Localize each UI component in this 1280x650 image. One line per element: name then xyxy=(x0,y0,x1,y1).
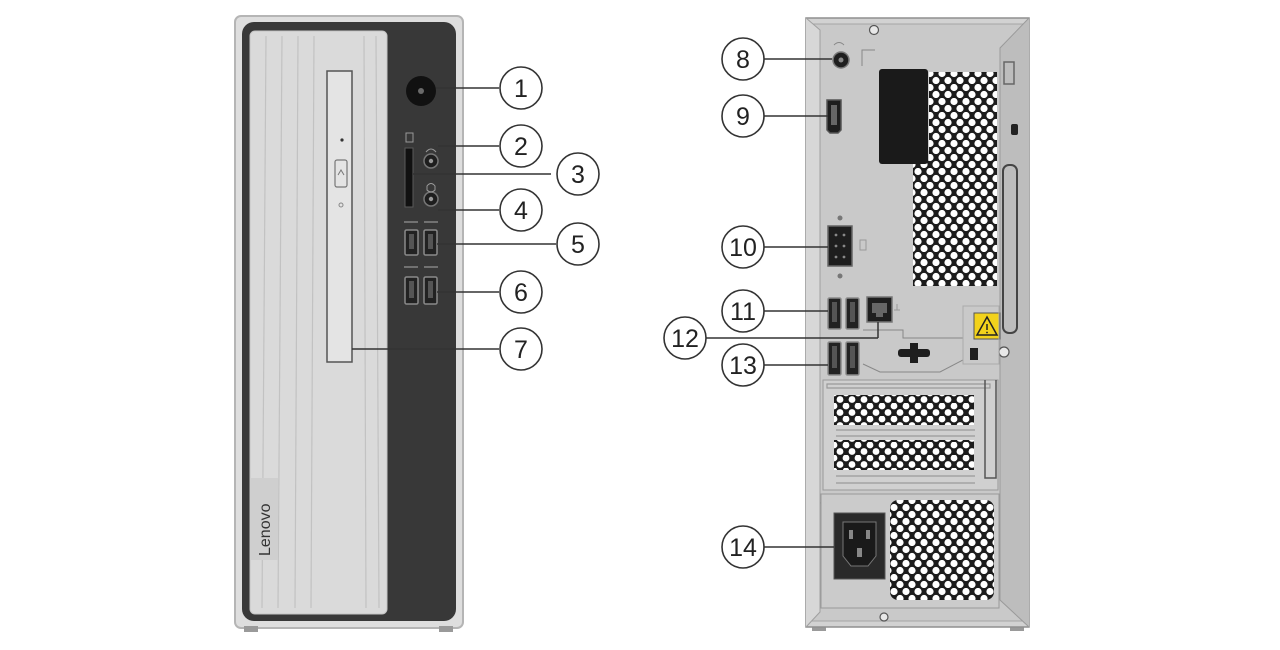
usb-port-icon xyxy=(827,297,860,330)
callout-1: 1 xyxy=(499,66,543,110)
callout-9: 9 xyxy=(721,94,765,138)
expansion-bracket xyxy=(984,380,997,479)
psu-vent xyxy=(890,500,994,600)
svg-text:7: 7 xyxy=(514,336,528,364)
hdmi-port-icon xyxy=(826,99,842,134)
svg-text:4: 4 xyxy=(514,197,528,225)
power-button-icon xyxy=(406,76,436,106)
rear-label-block xyxy=(879,69,928,164)
front-foot-left xyxy=(244,626,258,632)
microphone-jack-icon xyxy=(423,183,439,207)
upper-vent-lower xyxy=(913,160,931,286)
callout-5: 5 xyxy=(556,222,600,266)
front-foot-right xyxy=(439,626,453,632)
ethernet-port-icon xyxy=(866,296,900,323)
rear-top-clip xyxy=(1003,61,1015,85)
front-usb-labels xyxy=(404,221,438,268)
rear-leader-lines xyxy=(706,58,879,548)
brand-logo: Lenovo xyxy=(257,503,274,556)
io-connector-key xyxy=(910,343,918,363)
svg-text:1: 1 xyxy=(514,75,528,103)
svg-text:10: 10 xyxy=(729,234,757,262)
usb-port-icon xyxy=(404,229,438,256)
audio-out-icon xyxy=(832,42,850,69)
expansion-vent-2 xyxy=(834,440,974,470)
upper-vent xyxy=(929,72,997,286)
callout-4: 4 xyxy=(499,188,543,232)
callout-13: 13 xyxy=(721,343,765,387)
vga-port-icon xyxy=(827,215,867,279)
front-view: Lenovo xyxy=(234,15,600,632)
svg-text:9: 9 xyxy=(736,103,750,131)
svg-text:5: 5 xyxy=(571,231,585,259)
svg-text:11: 11 xyxy=(730,298,756,326)
callout-14: 14 xyxy=(721,525,765,569)
rear-bracket-line xyxy=(861,49,875,66)
callout-6: 6 xyxy=(499,270,543,314)
side-slot xyxy=(1002,164,1018,334)
svg-text:2: 2 xyxy=(514,133,528,161)
callout-3: 3 xyxy=(556,152,600,196)
warning-mount-tab xyxy=(970,348,978,360)
rear-bevel-left xyxy=(805,17,821,628)
svg-text:8: 8 xyxy=(736,46,750,74)
svg-text:6: 6 xyxy=(514,279,528,307)
callout-12: 12 xyxy=(663,316,707,360)
power-connector-icon xyxy=(833,512,886,580)
rear-view: 8 9 10 11 12 13 14 xyxy=(663,17,1030,631)
brand-label xyxy=(250,478,278,560)
svg-text:3: 3 xyxy=(571,161,585,189)
svg-text:13: 13 xyxy=(729,352,757,380)
rear-bevel-right xyxy=(999,17,1030,628)
callout-2: 2 xyxy=(499,124,543,168)
usb-port-icon xyxy=(827,341,860,376)
card-reader-icon xyxy=(404,132,414,208)
usb-port-icon xyxy=(404,276,438,305)
headset-jack-icon xyxy=(423,148,439,169)
optical-drive-icon xyxy=(326,70,353,363)
callout-10: 10 xyxy=(721,225,765,269)
front-leader-lines xyxy=(352,87,556,350)
svg-text:14: 14 xyxy=(729,534,757,562)
callout-11: 11 xyxy=(721,289,765,333)
svg-text:12: 12 xyxy=(671,325,699,353)
callout-7: 7 xyxy=(499,327,543,371)
security-slot xyxy=(1011,124,1018,135)
expansion-vent-1 xyxy=(834,395,974,425)
callout-8: 8 xyxy=(721,37,765,81)
warning-mount xyxy=(962,305,1000,365)
expansion-slot-covers xyxy=(826,383,991,484)
warning-label-icon xyxy=(973,312,1001,340)
